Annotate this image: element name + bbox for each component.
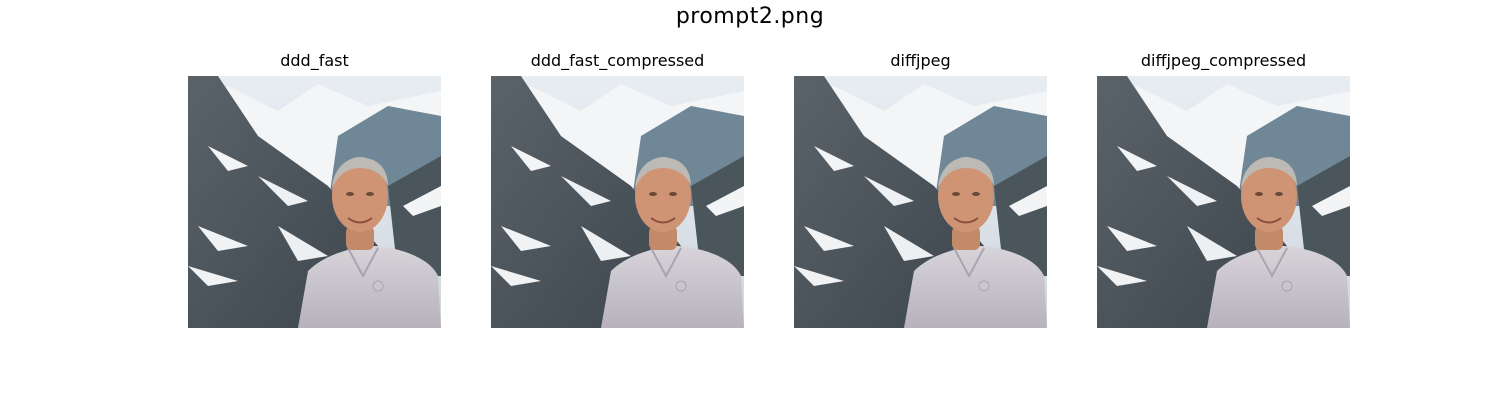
result-image [188,76,441,328]
result-image [1097,76,1350,328]
panel-diffjpeg-compressed: diffjpeg_compressed [1097,48,1350,328]
result-image [491,76,744,328]
panel-title: ddd_fast_compressed [530,51,705,70]
panel-ddd-fast: ddd_fast [188,48,441,328]
figure-title: prompt2.png [675,4,825,29]
result-image [794,76,1047,328]
panel-ddd-fast-compressed: ddd_fast_compressed [491,48,744,328]
panel-diffjpeg: diffjpeg [794,48,1047,328]
panel-title: ddd_fast [280,51,349,70]
panel-title: diffjpeg_compressed [1140,51,1307,70]
panel-title: diffjpeg [890,51,951,70]
